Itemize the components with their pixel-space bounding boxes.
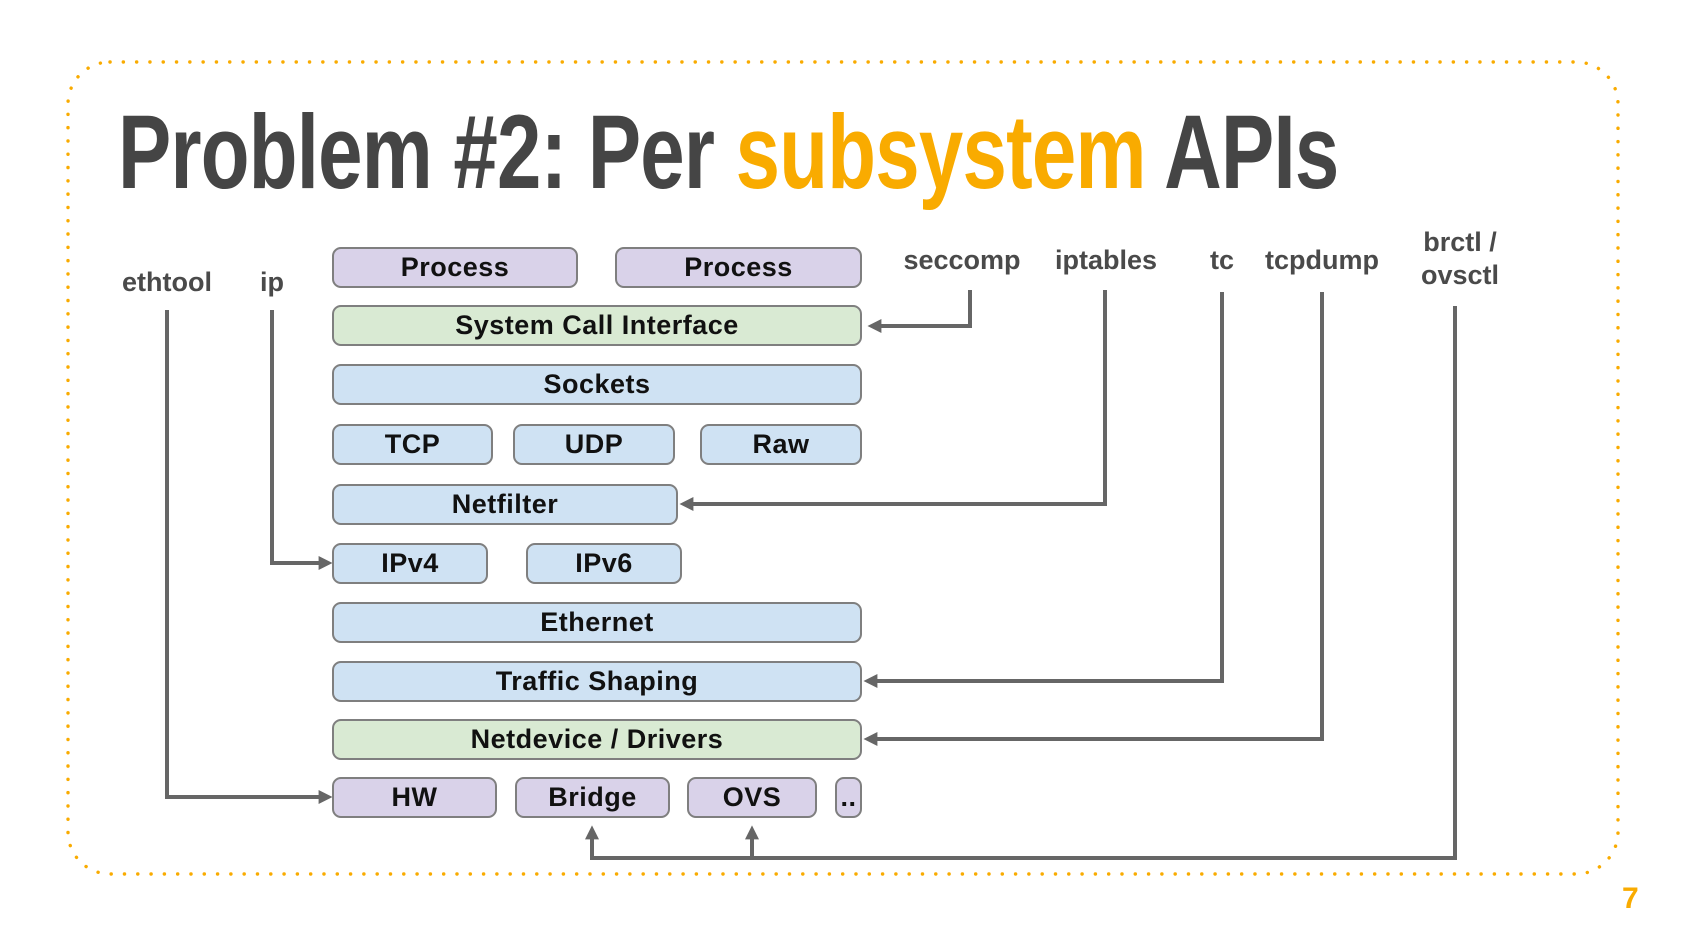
box-ethernet: Ethernet	[332, 602, 862, 643]
box-ovs: OVS	[687, 777, 817, 818]
arrow-tcpdump-to-netdevice	[863, 292, 1324, 746]
title-suffix: APIs	[1145, 94, 1339, 211]
box-traffic-shaping: Traffic Shaping	[332, 661, 862, 702]
title-prefix: Problem #2: Per	[118, 94, 736, 211]
box-etc: ..	[835, 777, 862, 818]
tool-label-tc: tc	[1209, 245, 1235, 275]
arrow-iptables-to-netfilter	[679, 290, 1107, 511]
tool-label-brctl-ovsctl: brctl / ovsctl	[1420, 227, 1500, 290]
title-highlight: subsystem	[735, 94, 1147, 211]
box-netfilter: Netfilter	[332, 484, 678, 525]
box-system-call-interface: System Call Interface	[332, 305, 862, 346]
box-sockets: Sockets	[332, 364, 862, 405]
arrow-seccomp-to-syscall	[867, 290, 972, 333]
box-ipv6: IPv6	[526, 543, 682, 584]
arrow-brctl-to-bridge	[585, 306, 1457, 860]
page-title: Problem #2: Per subsystem APIs	[118, 97, 1339, 208]
box-ipv4: IPv4	[332, 543, 488, 584]
box-bridge: Bridge	[515, 777, 670, 818]
tool-label-seccomp: seccomp	[903, 245, 1021, 275]
arrow-ethtool-to-hw	[165, 310, 333, 804]
box-hw: HW	[332, 777, 497, 818]
tool-label-ethtool: ethtool	[122, 267, 212, 297]
arrow-ip-to-ipv4	[270, 310, 333, 570]
arrow-tc-to-traffic-shaping	[863, 292, 1224, 688]
box-netdevice-drivers: Netdevice / Drivers	[332, 719, 862, 760]
box-raw: Raw	[700, 424, 862, 465]
dotted-border	[66, 60, 1620, 876]
page-number: 7	[1622, 882, 1639, 915]
tool-label-iptables: iptables	[1054, 245, 1158, 275]
box-process-2: Process	[615, 247, 862, 288]
tool-label-ip: ip	[260, 267, 284, 297]
box-process-1: Process	[332, 247, 578, 288]
tool-label-tcpdump: tcpdump	[1265, 245, 1379, 275]
box-udp: UDP	[513, 424, 675, 465]
box-tcp: TCP	[332, 424, 493, 465]
